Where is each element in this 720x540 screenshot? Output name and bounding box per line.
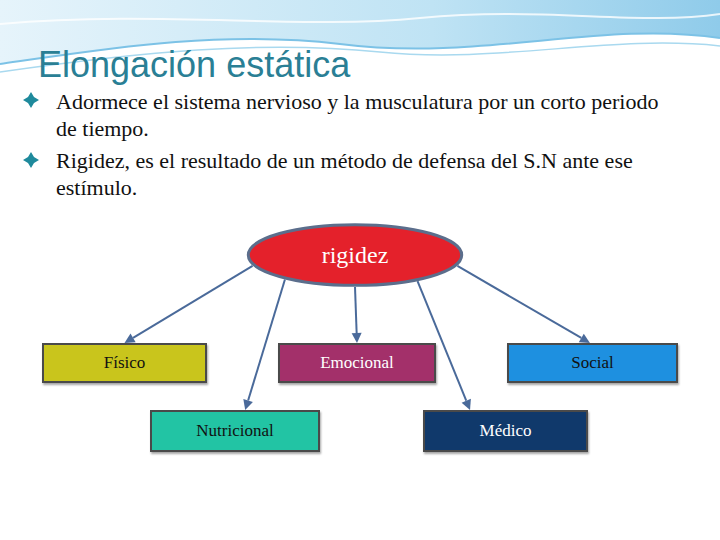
- category-box: Nutricional: [150, 410, 320, 452]
- connector-arrow: [457, 266, 590, 343]
- category-box: Emocional: [278, 343, 436, 383]
- ellipse-node: rigidez: [245, 222, 465, 288]
- node-label: Físico: [104, 353, 146, 373]
- category-box: Social: [507, 343, 678, 383]
- connector-arrow: [352, 287, 362, 343]
- bullet-text: Adormece el sistema nervioso y la muscul…: [56, 88, 681, 142]
- arrowhead: [462, 399, 471, 410]
- slide-title: Elongación estática: [38, 44, 350, 86]
- node-label: Médico: [480, 421, 532, 441]
- connector-line: [355, 287, 357, 333]
- arrowhead: [579, 334, 590, 343]
- category-box: Médico: [423, 410, 588, 452]
- connector-line: [457, 266, 581, 338]
- bullet-symbol: [23, 92, 39, 108]
- node-label: rigidez: [322, 242, 389, 269]
- arrowhead: [243, 399, 253, 410]
- wave-line: [0, 14, 720, 24]
- bullet-symbol: [23, 152, 39, 168]
- arrowhead: [352, 333, 362, 343]
- bullet-symbols: [23, 92, 39, 168]
- node-label: Emocional: [320, 353, 394, 373]
- node-label: Nutricional: [196, 421, 273, 441]
- category-box: Físico: [42, 343, 207, 383]
- connector-line: [133, 266, 253, 338]
- connector-arrow: [125, 266, 253, 343]
- bullet-text: Rigidez, es el resultado de un método de…: [56, 147, 681, 201]
- arrowhead: [125, 334, 136, 343]
- node-label: Social: [571, 353, 614, 373]
